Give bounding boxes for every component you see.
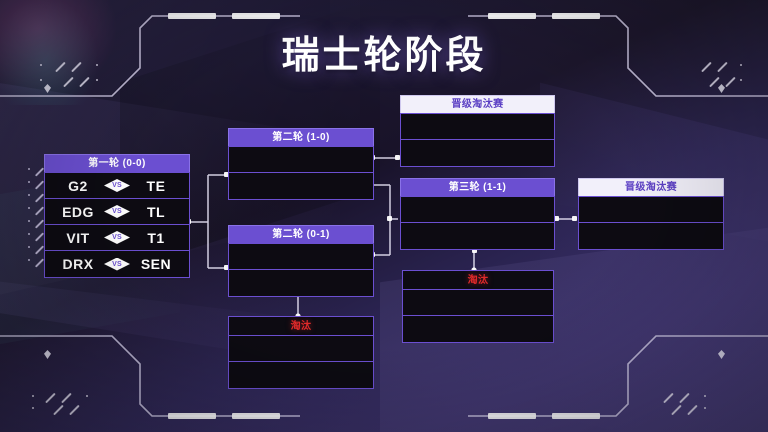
list-item[interactable]: [401, 197, 554, 223]
qualify-top-slots: [400, 113, 555, 167]
team-right: TL: [146, 203, 166, 220]
round-3-slots: [400, 196, 555, 250]
list-item[interactable]: [401, 114, 554, 140]
table-row[interactable]: G2 VS TE: [45, 173, 189, 199]
vs-diamond-icon: VS: [104, 257, 130, 271]
qualify-top-box: 晋级淘汰赛: [400, 95, 555, 167]
round-3-header: 第三轮 (1-1): [400, 178, 555, 196]
vs-diamond-icon: VS: [104, 231, 130, 244]
bg-facet: [540, 82, 768, 432]
round-2-loss-header: 第二轮 (0-1): [228, 225, 374, 243]
eliminated-bottom-header: 淘汰: [228, 316, 374, 336]
team-right: T1: [147, 229, 165, 246]
diamond-marker-icon: [718, 350, 725, 359]
list-item[interactable]: [229, 336, 373, 362]
page-title: 瑞士轮阶段: [281, 35, 487, 77]
table-row[interactable]: EDG VS TL: [45, 199, 189, 225]
team-left: G2: [68, 177, 88, 194]
vs-diamond-icon: VS: [104, 179, 130, 192]
eliminated-mid-header: 淘汰: [402, 270, 554, 290]
round-1-header: 第一轮 (0-0): [44, 154, 190, 172]
team-left: VIT: [66, 229, 90, 246]
eliminated-mid-slots: [402, 290, 554, 343]
team-left: DRX: [62, 256, 94, 272]
round-2-loss-slots: [228, 243, 374, 297]
eliminated-bottom-box: 淘汰: [228, 316, 374, 389]
round-2-loss-box: 第二轮 (0-1): [228, 225, 374, 297]
list-item[interactable]: [229, 270, 373, 296]
team-left: EDG: [62, 203, 94, 220]
list-item[interactable]: [401, 140, 554, 166]
eliminated-mid-box: 淘汰: [402, 270, 554, 343]
qualify-right-slots: [578, 196, 724, 250]
round-1-box: 第一轮 (0-0) G2 VS TE EDG VS TL VIT VS T1 D…: [44, 154, 190, 278]
diagonal-dash-decoration: [32, 390, 112, 420]
eliminated-bottom-slots: [228, 336, 374, 389]
list-item[interactable]: [401, 223, 554, 249]
diagonal-dash-decoration: [22, 167, 52, 278]
diamond-marker-icon: [44, 84, 51, 93]
list-item[interactable]: [579, 223, 723, 249]
round-2-win-box: 第二轮 (1-0): [228, 128, 374, 200]
diamond-marker-icon: [44, 350, 51, 359]
team-right: SEN: [140, 256, 172, 272]
table-row[interactable]: VIT VS T1: [45, 225, 189, 251]
diagonal-dash-decoration: [662, 390, 742, 420]
list-item[interactable]: [579, 197, 723, 223]
qualify-top-header: 晋级淘汰赛: [400, 95, 555, 113]
list-item[interactable]: [229, 362, 373, 388]
round-2-win-header: 第二轮 (1-0): [228, 128, 374, 146]
team-right: TE: [146, 177, 166, 194]
table-row[interactable]: DRX VS SEN: [45, 251, 189, 277]
list-item[interactable]: [403, 290, 553, 316]
round-3-box: 第三轮 (1-1): [400, 178, 555, 250]
vs-diamond-icon: VS: [104, 205, 130, 218]
qualify-right-header: 晋级淘汰赛: [578, 178, 724, 196]
round-1-matches: G2 VS TE EDG VS TL VIT VS T1 DRX VS SEN: [44, 172, 190, 278]
qualify-right-box: 晋级淘汰赛: [578, 178, 724, 250]
list-item[interactable]: [229, 173, 373, 199]
diamond-marker-icon: [718, 84, 725, 93]
list-item[interactable]: [229, 147, 373, 173]
list-item[interactable]: [229, 244, 373, 270]
list-item[interactable]: [403, 316, 553, 342]
round-2-win-slots: [228, 146, 374, 200]
